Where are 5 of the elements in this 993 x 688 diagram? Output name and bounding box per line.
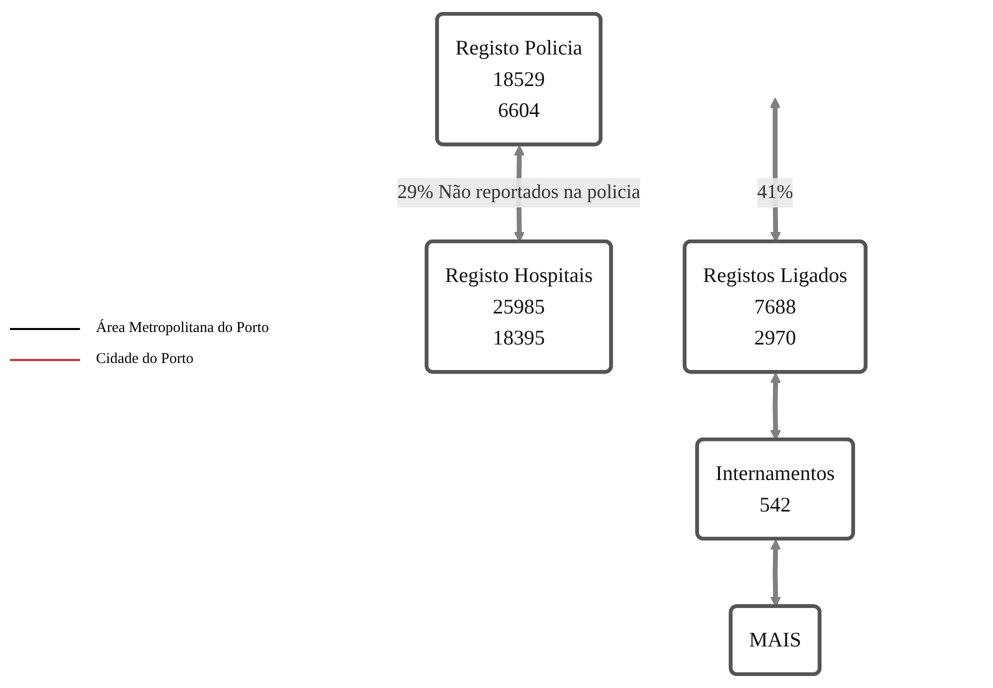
legend-text: Cidade do Porto [96, 351, 194, 368]
legend-text: Área Metropolitana do Porto [96, 320, 269, 337]
flowchart: 29% Não reportados na policia 41% Registo Policia 18529 6604 Registo Hospitais 25985 18395 Registos Ligados 7688 2970 Internamentos 542 MAIS [270, 4, 993, 684]
edge-label: 41% [757, 182, 794, 203]
edge-label: 29% Não reportados na policia [397, 182, 640, 203]
